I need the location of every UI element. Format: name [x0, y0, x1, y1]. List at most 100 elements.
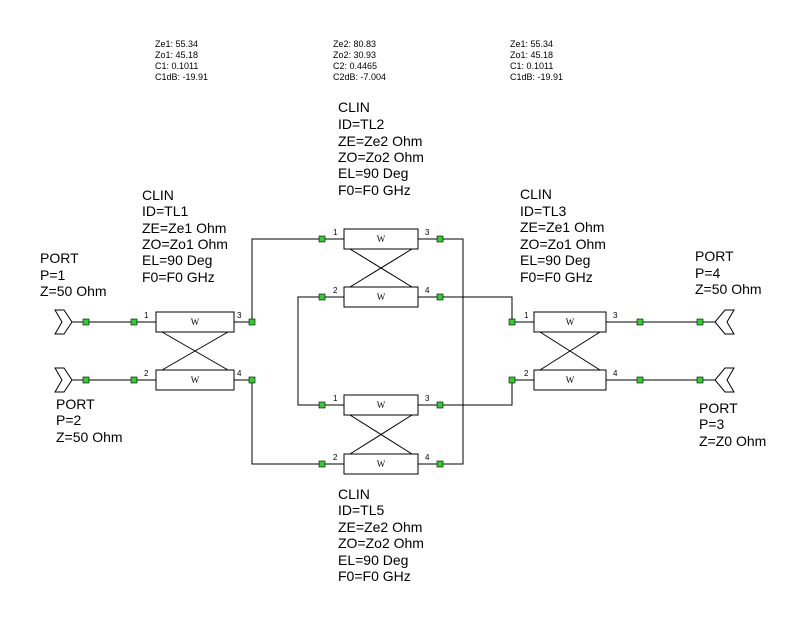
- param-line: ZE=Ze2 Ohm: [338, 519, 422, 535]
- node[interactable]: [636, 376, 644, 384]
- node[interactable]: [130, 318, 138, 326]
- coupling-cross: [539, 331, 601, 371]
- node[interactable]: [130, 376, 138, 384]
- wire: [440, 379, 532, 406]
- pin-number: 4: [613, 369, 618, 378]
- node[interactable]: [318, 401, 326, 409]
- param-line: ID=TL1: [142, 203, 189, 219]
- node[interactable]: [82, 318, 90, 326]
- wire: [251, 380, 322, 465]
- line-body: [343, 228, 419, 250]
- param-line: F0=F0 GHz: [142, 269, 215, 285]
- node[interactable]: [636, 318, 644, 326]
- param-line: F0=F0 GHz: [338, 568, 411, 584]
- param-line: ID=TL5: [338, 502, 385, 518]
- pin-number: 1: [144, 311, 149, 320]
- node[interactable]: [436, 235, 444, 243]
- element-symbol: W: [377, 459, 386, 469]
- pin-number: 1: [524, 311, 529, 320]
- node[interactable]: [508, 318, 516, 326]
- coupling-cross: [349, 248, 413, 288]
- line-body: [343, 394, 419, 416]
- param-line: ZO=Zo2 Ohm: [338, 535, 424, 551]
- coupler-label-tl3: CLIN ID=TL3 ZE=Ze1 Ohm ZO=Zo1 Ohm EL=90 …: [520, 186, 606, 285]
- coupling-cross: [161, 331, 229, 371]
- port-param: P=3: [699, 416, 725, 432]
- port-symbol-p4[interactable]: [714, 309, 735, 335]
- node[interactable]: [696, 318, 704, 326]
- node[interactable]: [436, 460, 444, 468]
- node[interactable]: [318, 235, 326, 243]
- param-line: EL=90 Deg: [338, 552, 408, 568]
- annotation-line: Zo2: 30.93: [333, 50, 376, 60]
- element-symbol: W: [377, 292, 386, 302]
- pin-number: 4: [237, 369, 242, 378]
- param-line: ZO=Zo2 Ohm: [338, 149, 424, 165]
- annotation-line: C1dB: -19.91: [155, 72, 208, 82]
- param-line: EL=90 Deg: [520, 252, 590, 268]
- pin-number: 3: [613, 311, 618, 320]
- annotation-line: C1: 0.1011: [510, 61, 553, 71]
- pin-number: 2: [333, 286, 338, 295]
- param-line: ZO=Zo1 Ohm: [142, 236, 228, 252]
- pin-number: 3: [425, 228, 430, 237]
- node[interactable]: [248, 318, 256, 326]
- port-param: P=4: [695, 265, 721, 281]
- coupling-cross: [349, 414, 413, 455]
- coupler-tl3[interactable]: W W 1 2 3 4: [524, 311, 640, 391]
- port-symbol-p2[interactable]: [54, 367, 73, 393]
- port-label-p4: PORT P=4 Z=50 Ohm: [695, 248, 762, 297]
- port-arrow-icon: [54, 309, 73, 335]
- coupler-tl5[interactable]: W W 1 2 3 4: [322, 394, 440, 475]
- port-arrow-icon: [714, 367, 735, 393]
- param-line: CLIN: [338, 486, 370, 502]
- coupler-tl2[interactable]: W W 1 2 3 4: [322, 228, 440, 308]
- port-param: Z=Z0 Ohm: [699, 433, 766, 449]
- annotation-line: C1: 0.1011: [155, 61, 198, 71]
- param-line: CLIN: [142, 187, 174, 203]
- wire: [251, 238, 322, 322]
- coupler-tl1[interactable]: W W 1 2 3 4: [134, 311, 252, 391]
- param-line: ZE=Ze1 Ohm: [142, 220, 226, 236]
- param-line: ZE=Ze2 Ohm: [338, 133, 422, 149]
- param-line: F0=F0 GHz: [520, 269, 593, 285]
- coupler-label-tl1: CLIN ID=TL1 ZE=Ze1 Ohm ZO=Zo1 Ohm EL=90 …: [142, 187, 228, 285]
- node[interactable]: [318, 460, 326, 468]
- port-symbol-p1[interactable]: [54, 309, 73, 335]
- param-line: ZE=Ze1 Ohm: [520, 219, 604, 235]
- line-body: [343, 286, 419, 308]
- element-symbol: W: [191, 317, 200, 327]
- node[interactable]: [436, 293, 444, 301]
- port-arrow-icon: [54, 367, 73, 393]
- line-body: [155, 369, 235, 391]
- node[interactable]: [82, 376, 90, 384]
- port-param: PORT: [56, 396, 95, 412]
- node[interactable]: [508, 376, 516, 384]
- port-label-p2: PORT P=2 Z=50 Ohm: [56, 396, 123, 445]
- node[interactable]: [696, 376, 704, 384]
- connection-nodes: [82, 235, 704, 468]
- port-symbol-p3[interactable]: [714, 367, 735, 393]
- annotation-line: C2dB: -7.004: [333, 72, 386, 82]
- pin-number: 1: [333, 228, 338, 237]
- annotation-line: C1dB: -19.91: [510, 72, 563, 82]
- param-line: ID=TL2: [338, 116, 385, 132]
- param-line: CLIN: [520, 186, 552, 202]
- pin-number: 4: [425, 286, 430, 295]
- port-param: PORT: [40, 250, 79, 266]
- line-body: [343, 453, 419, 475]
- param-line: F0=F0 GHz: [338, 182, 411, 198]
- port-param: P=2: [56, 412, 82, 428]
- port-param: PORT: [699, 400, 738, 416]
- port-param: Z=50 Ohm: [40, 283, 107, 299]
- port-label-p1: PORT P=1 Z=50 Ohm: [40, 250, 107, 299]
- annotation-right: Ze1: 55.34 Zo1: 45.18 C1: 0.1011 C1dB: -…: [510, 39, 563, 82]
- port-label-p3: PORT P=3 Z=Z0 Ohm: [699, 400, 766, 449]
- node[interactable]: [248, 376, 256, 384]
- node[interactable]: [436, 401, 444, 409]
- node[interactable]: [318, 293, 326, 301]
- annotation-line: Ze1: 55.34: [155, 39, 198, 49]
- port-param: Z=50 Ohm: [695, 281, 762, 297]
- wire: [440, 238, 464, 465]
- element-symbol: W: [191, 375, 200, 385]
